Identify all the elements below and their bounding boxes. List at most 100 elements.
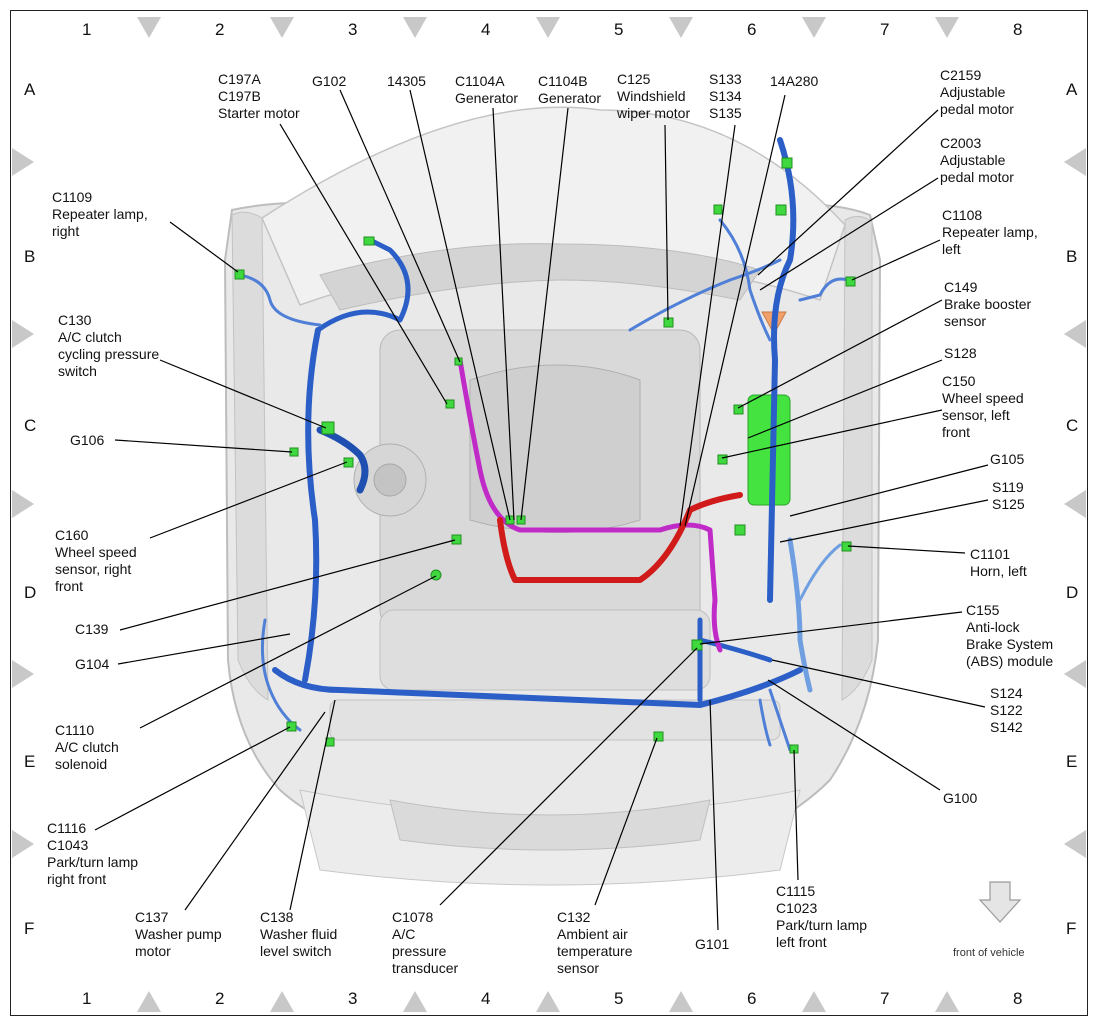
leader-c1108 xyxy=(851,239,941,281)
connector-c197 xyxy=(445,399,455,409)
leader-lines xyxy=(94,89,989,931)
leader-s124 xyxy=(771,659,986,708)
wiring-harness xyxy=(238,137,850,752)
leader-g106 xyxy=(114,439,293,453)
leader-c149 xyxy=(737,299,943,409)
leader-c132 xyxy=(594,737,658,906)
row-label: D xyxy=(24,583,36,602)
connector-c1078 xyxy=(653,731,664,742)
col-label: 5 xyxy=(614,989,623,1008)
col-label: 8 xyxy=(1013,989,1022,1008)
harness-left-lamp xyxy=(758,688,792,752)
callout-14305: 14305 xyxy=(387,73,426,89)
leader-c160 xyxy=(149,461,348,539)
harness-abs xyxy=(697,617,773,703)
col-label: 7 xyxy=(880,989,889,1008)
col-label: 2 xyxy=(215,20,224,39)
row-label: A xyxy=(24,80,36,99)
row-label: E xyxy=(24,752,35,771)
col-label: 4 xyxy=(481,20,490,39)
leader-c1101 xyxy=(847,545,966,554)
connector-c150 xyxy=(717,454,728,465)
harness-horn xyxy=(798,543,842,602)
row-label: A xyxy=(1066,80,1078,99)
callout-g101: G101 xyxy=(695,936,729,952)
callout-g104: G104 xyxy=(75,656,109,672)
col-label: 3 xyxy=(348,20,357,39)
harness-red xyxy=(497,492,743,583)
col-label: 2 xyxy=(215,989,224,1008)
col-label: 5 xyxy=(614,20,623,39)
callout-s128: S128 xyxy=(944,345,977,361)
harness-left-riser xyxy=(767,137,797,603)
harness-left-front xyxy=(787,537,813,693)
leader-c2159 xyxy=(757,109,939,276)
leader-g102 xyxy=(339,89,461,363)
oil-pan xyxy=(379,609,711,691)
row-label: B xyxy=(24,247,35,266)
col-label: 1 xyxy=(82,20,91,39)
leader-c150 xyxy=(721,409,943,459)
callout-g100: G100 xyxy=(943,790,977,806)
leader-14a280 xyxy=(684,94,786,527)
leader-s133 xyxy=(679,124,736,527)
harness-right-lamp xyxy=(260,618,302,732)
leader-c1104a xyxy=(492,107,515,521)
connector-c1109 xyxy=(234,269,245,280)
connector-c2159 xyxy=(781,157,793,169)
harness-top-right xyxy=(315,237,411,333)
col-label: 1 xyxy=(82,989,91,1008)
grille xyxy=(389,799,711,851)
leader-c139 xyxy=(119,539,456,631)
row-label: D xyxy=(1066,583,1078,602)
alternator-pulley xyxy=(373,463,407,497)
connector-c130 xyxy=(321,421,335,435)
leader-g101 xyxy=(709,699,719,931)
connector-c1108 xyxy=(845,276,856,287)
leader-c137 xyxy=(184,711,326,911)
leader-c1116 xyxy=(94,726,291,831)
leader-c2003 xyxy=(759,177,939,291)
connector-c139 xyxy=(451,534,462,545)
connector-c160 xyxy=(343,457,354,468)
harness-right-side xyxy=(302,327,321,683)
row-label: B xyxy=(1066,247,1077,266)
row-labels-left: A B C D E F xyxy=(24,80,36,938)
down-arrow-icon xyxy=(978,881,1022,923)
leader-c1109 xyxy=(169,221,239,273)
front-of-vehicle-label: front of vehicle xyxy=(953,947,1025,959)
harness-left-repeater xyxy=(798,277,850,302)
connector-c1116 xyxy=(286,721,297,732)
row-label: E xyxy=(1066,752,1077,771)
harness-ac-switch xyxy=(316,426,369,494)
connector-c155 xyxy=(691,639,703,651)
leader-c1110 xyxy=(139,575,437,729)
col-label: 6 xyxy=(747,989,756,1008)
row-label: C xyxy=(24,416,36,435)
connector-14a280 xyxy=(734,524,746,536)
leader-g104 xyxy=(117,633,291,665)
front-of-vehicle-legend: front of vehicle xyxy=(953,881,1025,959)
connector-wiper-left xyxy=(713,204,723,215)
radiator-support xyxy=(329,699,781,741)
